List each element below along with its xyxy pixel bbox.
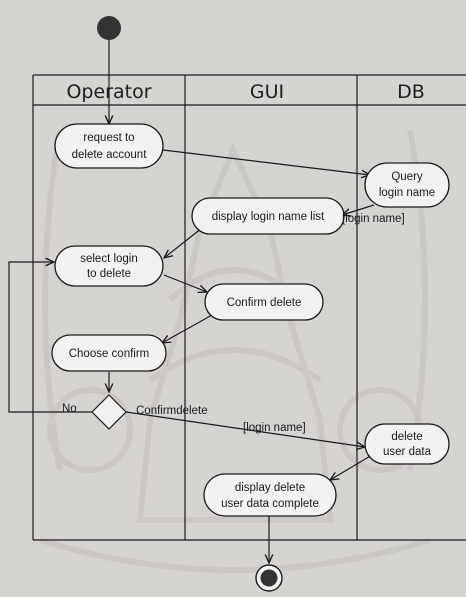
svg-text:display delete: display delete <box>235 482 305 494</box>
edge-query-display <box>342 204 375 215</box>
guard-no: No <box>62 403 77 415</box>
action-confirm-delete: Confirm delete <box>204 283 324 321</box>
svg-text:user data complete: user data complete <box>221 498 319 510</box>
action-select-login: select login to delete <box>54 245 164 287</box>
edge-display-select <box>164 227 203 258</box>
svg-text:login name: login name <box>379 187 435 199</box>
guard-login-name-query: [login name] <box>342 213 405 225</box>
svg-text:Choose confirm: Choose confirm <box>69 348 150 360</box>
start-node <box>97 16 121 40</box>
action-delete-user-data: delete user data <box>364 423 450 465</box>
edge-decision-no-loop <box>8 262 92 413</box>
end-node <box>255 564 283 592</box>
svg-text:Confirm delete: Confirm delete <box>227 297 302 309</box>
svg-text:user data: user data <box>383 446 432 458</box>
svg-text:request to: request to <box>83 132 134 144</box>
guard-confirm-delete: Confirmdelete <box>136 405 208 417</box>
action-choose-confirm: Choose confirm <box>51 334 167 372</box>
edge-confirm-choose <box>162 314 213 343</box>
svg-text:to delete: to delete <box>87 268 131 280</box>
svg-text:display login name list: display login name list <box>212 211 325 223</box>
lane-title-db: DB <box>397 81 425 103</box>
edge-request-query <box>162 149 370 175</box>
swimlanes <box>32 74 466 541</box>
svg-text:delete account: delete account <box>72 149 148 161</box>
svg-text:Query: Query <box>391 171 423 183</box>
svg-text:select login: select login <box>80 253 138 265</box>
svg-text:delete: delete <box>391 431 422 443</box>
edges <box>8 40 375 563</box>
decision-diamond <box>91 394 127 430</box>
edge-delete-complete <box>330 454 373 480</box>
action-display-delete-complete: display delete user data complete <box>203 473 337 517</box>
action-display-login-name-list: display login name list <box>191 197 345 235</box>
lane-title-gui: GUI <box>250 81 284 103</box>
edge-select-confirm <box>163 274 207 292</box>
action-query-login-name: Query login name <box>364 162 450 208</box>
guard-login-name-delete: [login name] <box>243 422 306 434</box>
action-request-delete-account: request to delete account <box>54 123 164 169</box>
edge-decision-delete <box>125 411 365 447</box>
